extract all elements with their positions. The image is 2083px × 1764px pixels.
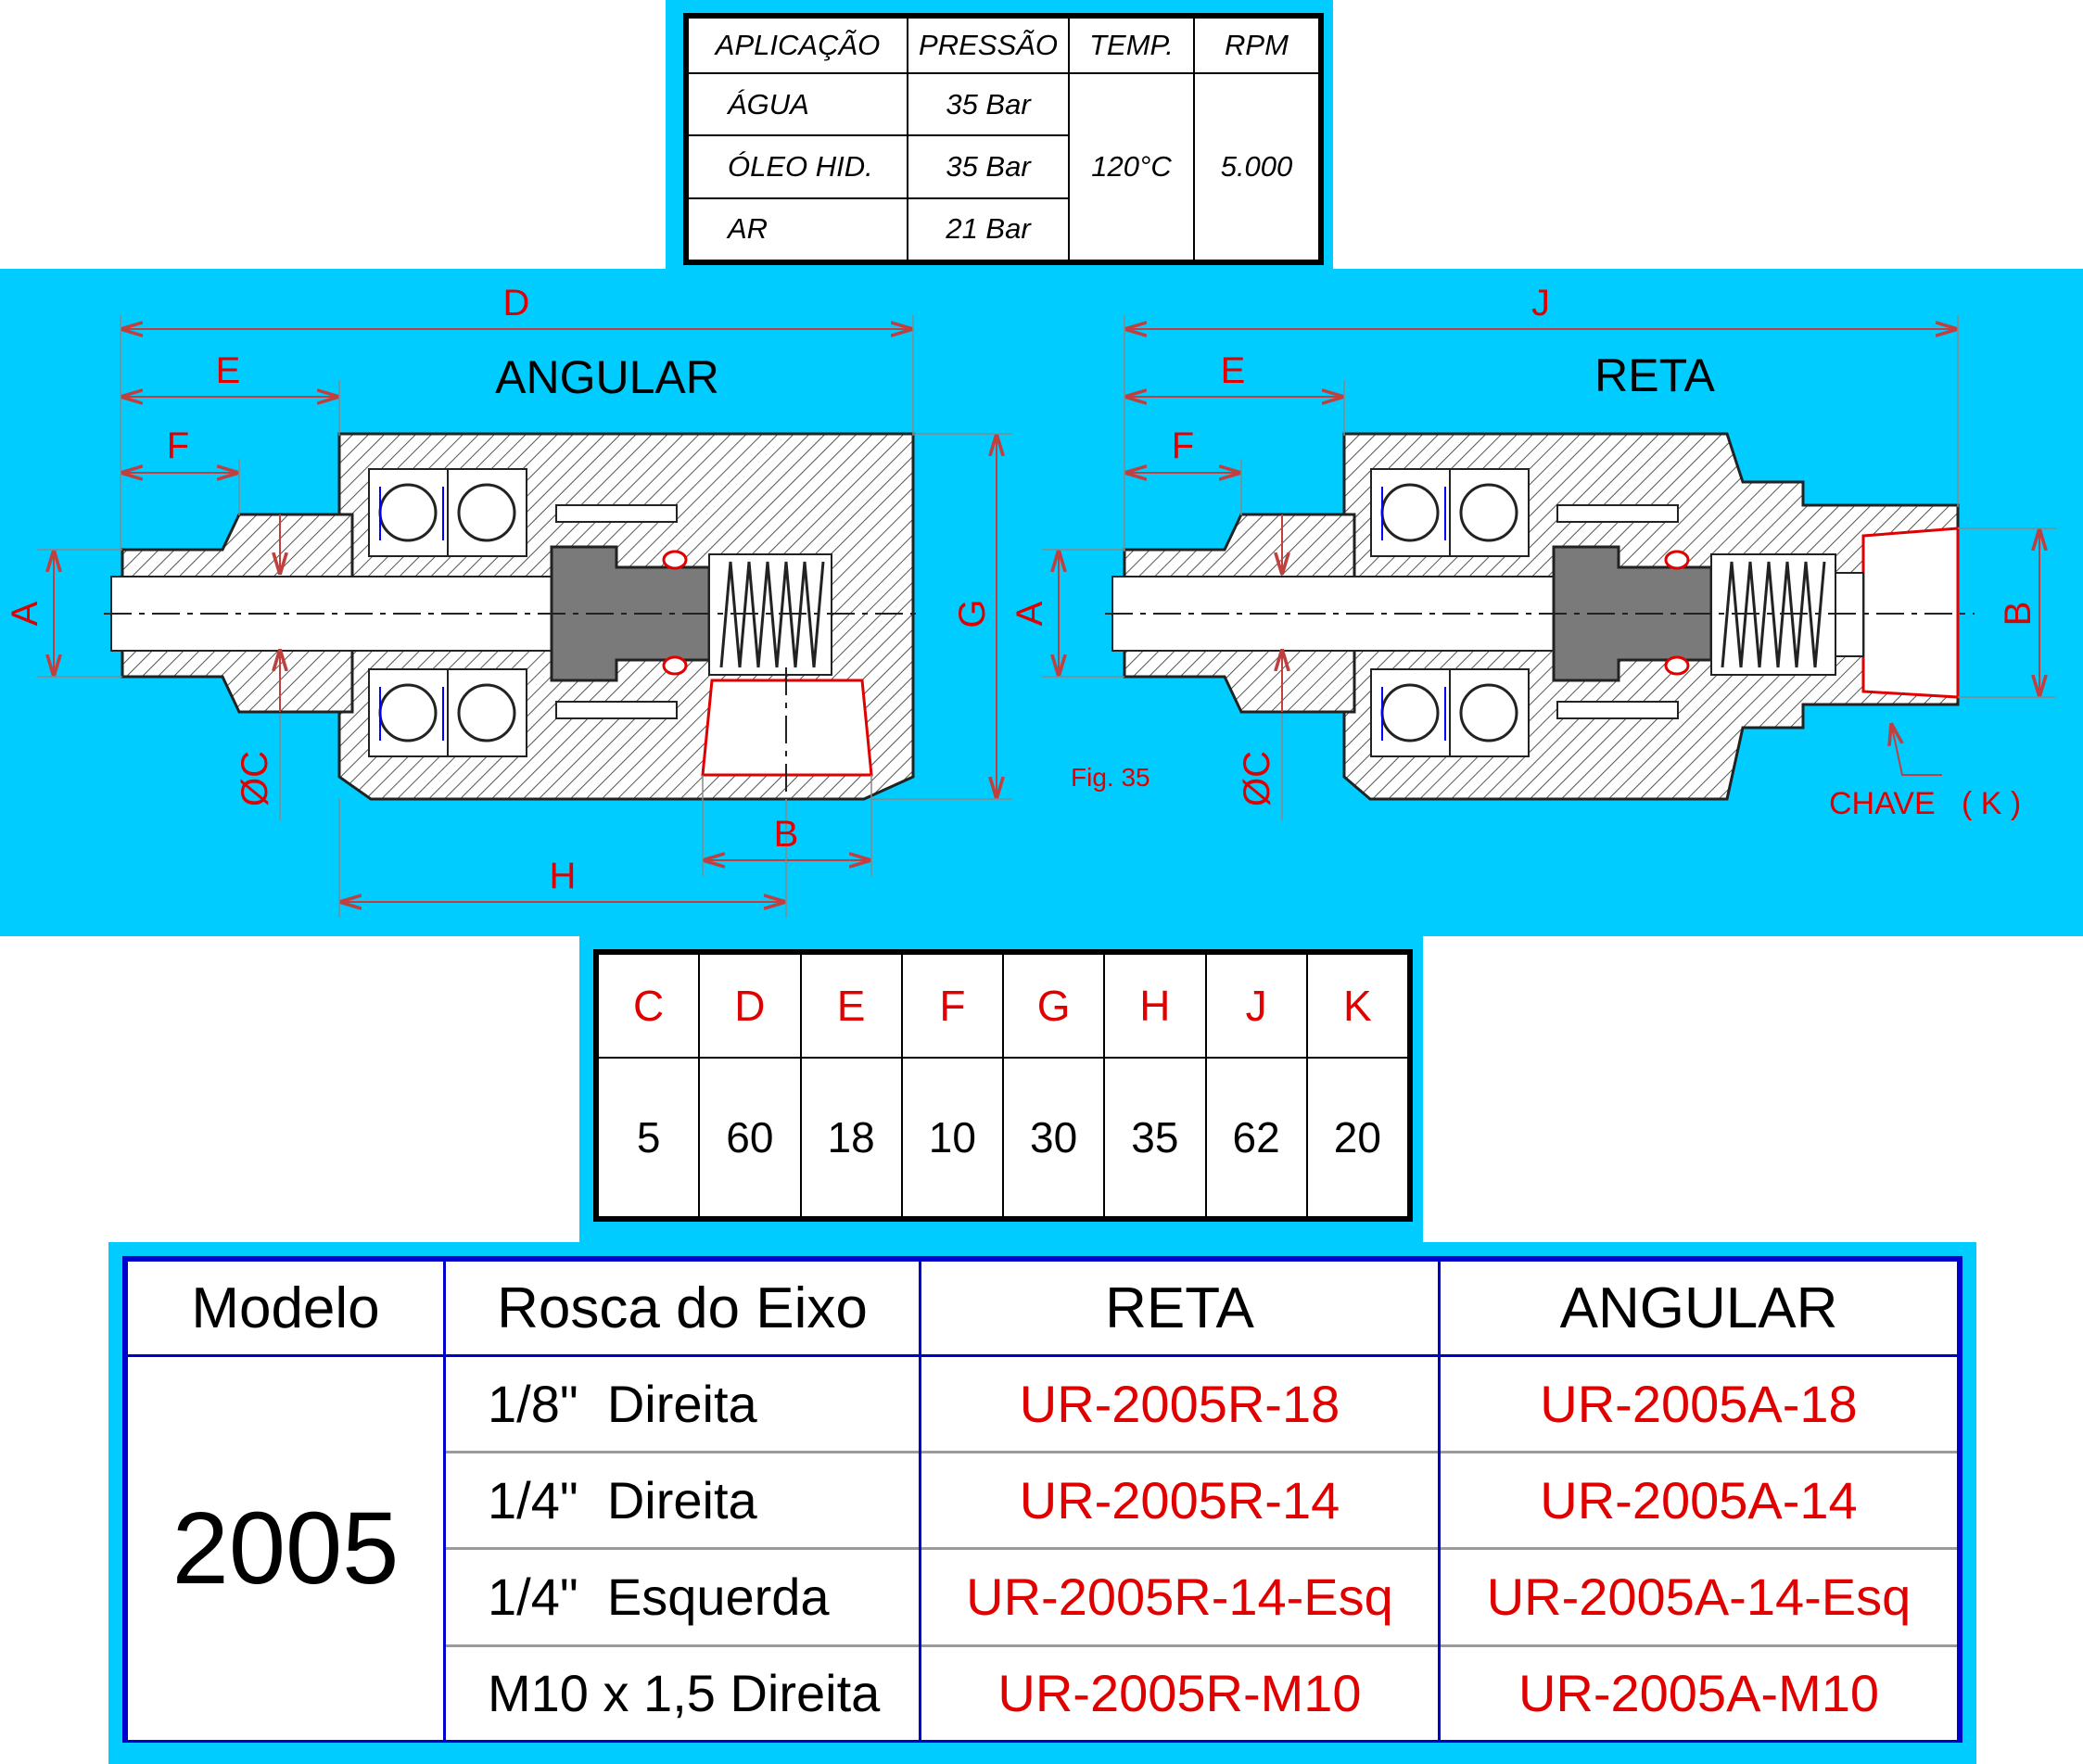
reta-code-row-4: UR-2005R-M10 (919, 1643, 1441, 1740)
thread-row-4: M10 x 1,5 Direita (443, 1643, 921, 1740)
dim-header-E: E (799, 953, 903, 1059)
header-pressao: PRESSÃO (907, 17, 1070, 74)
angular-code-row-4: UR-2005A-M10 (1438, 1643, 1960, 1740)
model-number: 2005 (125, 1354, 446, 1740)
reta-spring (1721, 561, 1826, 668)
angular-title: ANGULAR (495, 351, 719, 403)
dim-label-D-angular: D (503, 283, 530, 324)
dim-label-B-reta: B (1998, 602, 2039, 627)
angular-code-row-3: UR-2005A-14-Esq (1438, 1547, 1960, 1646)
dim-value-G: 30 (1001, 1057, 1106, 1218)
dim-value-F: 10 (900, 1057, 1005, 1218)
dim-label-A-angular: A (5, 601, 45, 626)
app-agua: ÁGUA (687, 71, 908, 137)
header-rpm: RPM (1193, 17, 1320, 74)
dim-header-J: J (1204, 953, 1308, 1059)
technical-drawing: ANGULAR D E F A G ØC B H (5, 283, 2056, 918)
rpm-value: 5.000 (1193, 72, 1320, 261)
dim-header-K: K (1305, 953, 1410, 1059)
angular-spring (719, 561, 825, 668)
reta-bearing-bottom (1370, 668, 1530, 757)
reta-code-row-2: UR-2005R-14 (919, 1451, 1441, 1549)
dim-label-J: J (1531, 283, 1550, 324)
dim-header-F: F (900, 953, 1005, 1059)
header-aplicacao: APLICAÇÃO (687, 17, 908, 74)
dim-value-C: 5 (596, 1057, 701, 1218)
dim-label-E-angular: E (216, 350, 241, 391)
dim-label-C-reta: ØC (1237, 751, 1277, 806)
dim-header-D: D (698, 953, 802, 1059)
pressure-ar: 21 Bar (907, 197, 1070, 262)
reta-oring-top (1664, 550, 1690, 570)
reta-pin-bottom (1556, 701, 1679, 719)
reta-bearing-top (1370, 468, 1530, 557)
reta-oring-bottom (1664, 655, 1690, 676)
angular-oring-top (662, 550, 688, 570)
dim-header-G: G (1001, 953, 1106, 1059)
thread-row-3: 1/4" Esquerda (443, 1547, 921, 1646)
app-oleo: ÓLEO HID. (687, 134, 908, 199)
temp-value: 120°C (1068, 72, 1195, 261)
angular-code-row-2: UR-2005A-14 (1438, 1451, 1960, 1549)
dim-value-E: 18 (799, 1057, 903, 1218)
pressure-agua: 35 Bar (907, 71, 1070, 137)
dim-label-H: H (550, 856, 577, 896)
dim-value-J: 62 (1204, 1057, 1308, 1218)
reta-pin-top (1556, 504, 1679, 523)
dim-label-C-angular: ØC (235, 751, 275, 806)
dim-label-G: G (952, 599, 993, 628)
application-table: APLICAÇÃO PRESSÃO TEMP. RPM ÁGUA 35 Bar … (683, 13, 1324, 265)
dim-label-F-reta: F (1172, 425, 1194, 466)
dim-value-D: 60 (698, 1057, 802, 1218)
app-ar: AR (687, 197, 908, 262)
dimension-table: C D E F G H J K 5 60 18 10 30 35 62 20 (593, 949, 1413, 1222)
dim-header-C: C (596, 953, 701, 1059)
model-table: Modelo Rosca do Eixo RETA ANGULAR 2005 1… (122, 1256, 1962, 1743)
figure-label: Fig. 35 (1071, 763, 1150, 792)
angular-bearing-top (368, 468, 527, 557)
reta-code-row-1: UR-2005R-18 (919, 1353, 1441, 1453)
thread-row-1: 1/8" Direita (443, 1353, 921, 1453)
angular-pin-top (555, 504, 678, 523)
dim-value-H: 35 (1103, 1057, 1207, 1218)
dim-value-K: 20 (1305, 1057, 1410, 1218)
angular-bearing-bottom (368, 668, 527, 757)
header-reta: RETA (919, 1259, 1441, 1357)
angular-pin-bottom (555, 701, 678, 719)
header-rosca: Rosca do Eixo (443, 1259, 921, 1357)
dim-label-F-angular: F (167, 425, 189, 466)
angular-view: ANGULAR D E F A G ØC B H (5, 283, 1012, 918)
reta-title: RETA (1594, 349, 1715, 401)
thread-row-2: 1/4" Direita (443, 1451, 921, 1549)
dim-header-H: H (1103, 953, 1207, 1059)
chave-label: CHAVE ( K ) (1829, 786, 2021, 821)
pressure-oleo: 35 Bar (907, 134, 1070, 199)
dim-label-A-reta: A (1010, 601, 1050, 626)
angular-code-row-1: UR-2005A-18 (1438, 1353, 1960, 1453)
dim-label-E-reta: E (1221, 350, 1246, 391)
reta-view: RETA J E F A B ØC Fig. 35 CHAVE ( K ) (1010, 283, 2056, 821)
header-modelo: Modelo (125, 1259, 446, 1357)
dim-label-B-angular: B (774, 814, 799, 855)
header-angular: ANGULAR (1438, 1259, 1960, 1357)
header-temp: TEMP. (1068, 17, 1195, 74)
angular-oring-bottom (662, 655, 688, 676)
reta-code-row-3: UR-2005R-14-Esq (919, 1547, 1441, 1646)
